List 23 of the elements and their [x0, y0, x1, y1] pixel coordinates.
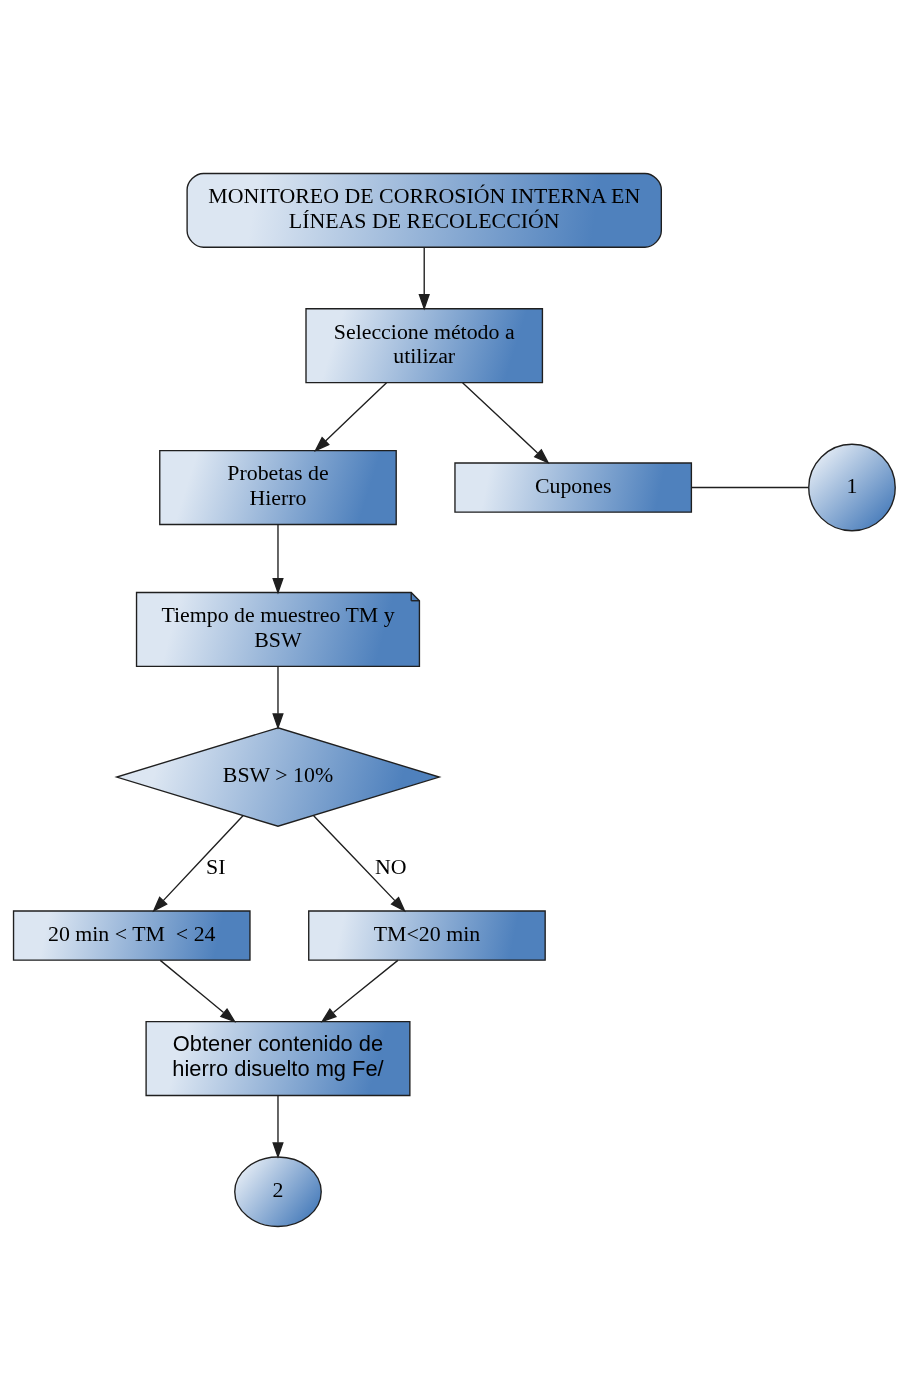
arrow	[272, 523, 284, 594]
node-box: Cupones	[454, 461, 693, 513]
edge-label: NO	[374, 854, 407, 879]
node-box: Obtener contenido de hierro disuelto mg Fe/	[145, 1020, 411, 1096]
node-ellipse: 2	[234, 1155, 322, 1227]
node-box: Probetas de Hierro	[159, 449, 397, 525]
arrow	[152, 814, 244, 912]
arrow	[320, 959, 399, 1023]
arrow	[314, 381, 388, 452]
arrow	[272, 665, 284, 730]
node-box: TM<20 min	[308, 909, 546, 961]
node-circle: 1	[808, 443, 896, 531]
arrow	[313, 814, 406, 912]
connector	[691, 486, 809, 488]
node-box: 20 min < TM < 24	[12, 909, 251, 961]
node-box: Seleccione método a utilizar	[305, 307, 544, 383]
arrow	[272, 1094, 284, 1159]
arrow	[159, 959, 237, 1023]
node-diamond: BSW > 10%	[114, 726, 442, 827]
edge-label: SI	[206, 854, 226, 879]
arrow	[418, 246, 430, 310]
node-box: MONITOREO DE CORROSIÓN INTERNA EN LÍNEAS DE RECOLECCIÓN	[186, 172, 662, 248]
arrow	[461, 381, 550, 464]
